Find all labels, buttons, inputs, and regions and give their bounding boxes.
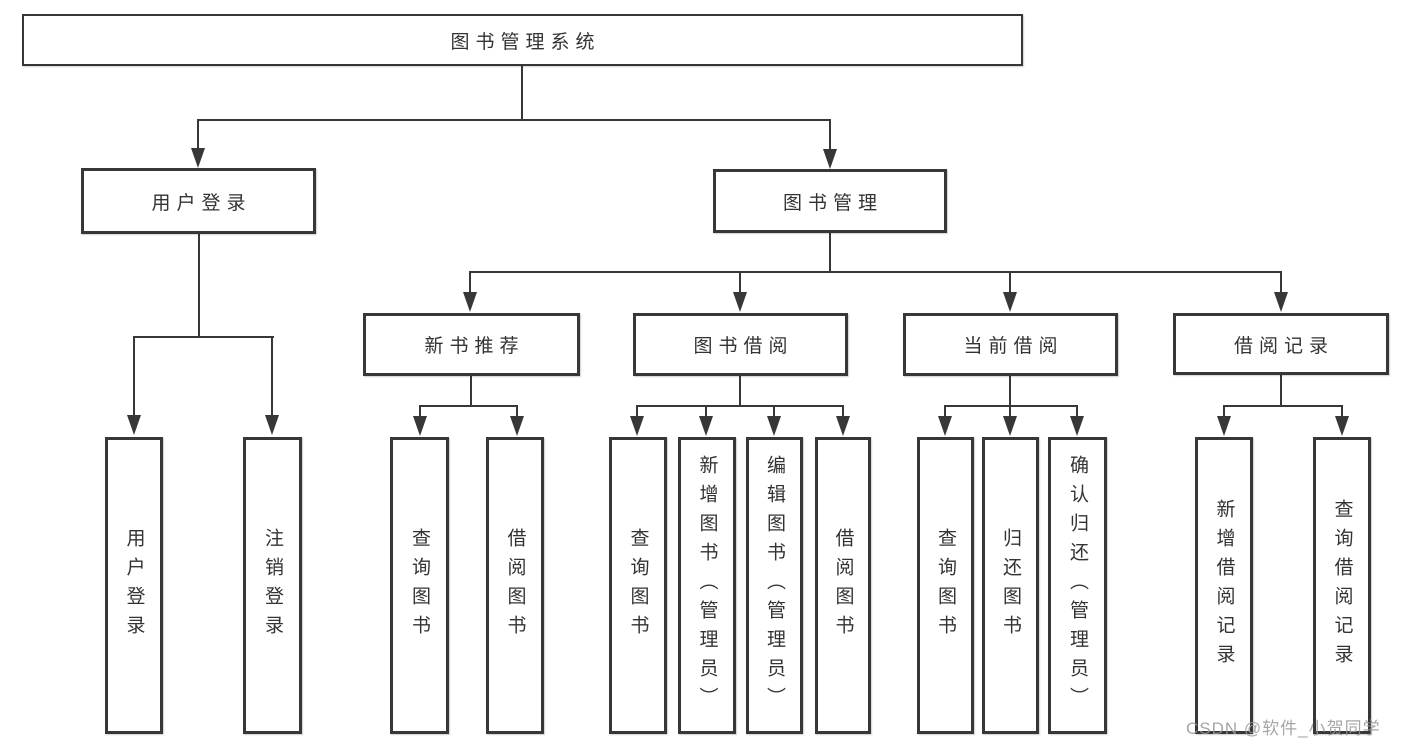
connector xyxy=(1280,271,1282,293)
leaf-current-return-books: 归还图书 xyxy=(982,437,1039,734)
connector xyxy=(636,405,844,407)
connector xyxy=(944,405,1078,407)
arrow-down-icon xyxy=(938,416,952,436)
connector xyxy=(419,405,518,407)
arrow-down-icon xyxy=(767,416,781,436)
arrow-down-icon xyxy=(733,292,747,312)
leaf-current-return-books-label: 归还图书 xyxy=(1000,527,1021,644)
connector xyxy=(773,405,775,418)
arrow-down-icon xyxy=(510,416,524,436)
leaf-records-add-record-label: 新增借阅记录 xyxy=(1213,498,1235,673)
connector xyxy=(1009,271,1011,293)
connector xyxy=(469,271,1282,273)
leaf-borrow-query-books: 查询图书 xyxy=(609,437,667,734)
arrow-down-icon xyxy=(1003,416,1017,436)
node-new-book-recommend-label: 新书推荐 xyxy=(424,336,525,357)
connector xyxy=(1009,376,1011,407)
connector xyxy=(469,271,471,293)
csdn-watermark: CSDN @软件_小贺同学 xyxy=(1186,719,1381,738)
connector xyxy=(521,66,523,119)
leaf-user-login: 用户登录 xyxy=(105,437,163,734)
connector xyxy=(1223,405,1343,407)
connector xyxy=(516,405,518,418)
node-root: 图书管理系统 xyxy=(22,14,1023,66)
arrow-down-icon xyxy=(1335,416,1349,436)
leaf-borrow-query-books-label: 查询图书 xyxy=(627,527,649,644)
leaf-recommend-query-books: 查询图书 xyxy=(390,437,449,734)
connector xyxy=(419,405,421,418)
leaf-borrow-add-books-admin: 新增图书（管理员） xyxy=(678,437,736,734)
node-book-management: 图书管理 xyxy=(713,169,947,233)
leaf-records-add-record: 新增借阅记录 xyxy=(1195,437,1253,734)
arrow-down-icon xyxy=(463,292,477,312)
connector xyxy=(271,336,273,416)
connector xyxy=(133,336,135,416)
arrow-down-icon xyxy=(630,416,644,436)
connector xyxy=(1076,405,1078,418)
connector xyxy=(842,405,844,418)
node-user-login-label: 用户登录 xyxy=(151,192,252,214)
connector xyxy=(705,405,707,418)
leaf-records-query-record: 查询借阅记录 xyxy=(1313,437,1371,734)
leaf-logout-label: 注销登录 xyxy=(262,527,283,644)
node-current-borrow: 当前借阅 xyxy=(903,313,1118,376)
node-current-borrow-label: 当前借阅 xyxy=(963,336,1064,357)
node-borrow-records-label: 借阅记录 xyxy=(1233,335,1334,357)
connector xyxy=(197,119,831,121)
arrow-down-icon xyxy=(699,416,713,436)
arrow-down-icon xyxy=(823,149,837,169)
connector xyxy=(829,119,831,151)
leaf-borrow-edit-books-admin-label: 编辑图书（管理员） xyxy=(764,455,785,716)
arrow-down-icon xyxy=(1274,292,1288,312)
arrow-down-icon xyxy=(836,416,850,436)
leaf-logout: 注销登录 xyxy=(243,437,302,734)
connector xyxy=(198,234,200,336)
connector xyxy=(1280,375,1282,407)
leaf-current-confirm-return-admin-label: 确认归还（管理员） xyxy=(1067,455,1088,716)
node-book-management-label: 图书管理 xyxy=(782,192,883,214)
leaf-user-login-label: 用户登录 xyxy=(123,527,145,644)
arrow-down-icon xyxy=(127,415,141,435)
arrow-down-icon xyxy=(413,416,427,436)
connector xyxy=(636,405,638,418)
arrow-down-icon xyxy=(1070,416,1084,436)
arrow-down-icon xyxy=(1217,416,1231,436)
connector xyxy=(1223,405,1225,418)
leaf-current-query-books-label: 查询图书 xyxy=(935,527,956,644)
connector xyxy=(829,233,831,273)
leaf-current-confirm-return-admin: 确认归还（管理员） xyxy=(1048,437,1107,734)
node-book-borrow: 图书借阅 xyxy=(633,313,848,376)
connector xyxy=(1009,405,1011,418)
leaf-recommend-query-books-label: 查询图书 xyxy=(409,527,430,644)
arrow-down-icon xyxy=(265,415,279,435)
connector xyxy=(133,336,274,338)
arrow-down-icon xyxy=(1003,292,1017,312)
node-book-borrow-label: 图书借阅 xyxy=(693,336,794,357)
connector xyxy=(944,405,946,418)
leaf-borrow-add-books-admin-label: 新增图书（管理员） xyxy=(696,455,718,716)
leaf-borrow-borrow-books-label: 借阅图书 xyxy=(832,527,854,644)
leaf-borrow-edit-books-admin: 编辑图书（管理员） xyxy=(746,437,803,734)
leaf-recommend-borrow-books: 借阅图书 xyxy=(486,437,544,734)
node-user-login: 用户登录 xyxy=(81,168,316,234)
arrow-down-icon xyxy=(191,148,205,168)
connector xyxy=(197,119,199,150)
connector xyxy=(470,376,472,407)
node-root-label: 图书管理系统 xyxy=(450,31,601,53)
node-new-book-recommend: 新书推荐 xyxy=(363,313,580,376)
connector xyxy=(739,271,741,293)
leaf-borrow-borrow-books: 借阅图书 xyxy=(815,437,871,734)
connector xyxy=(1341,405,1343,418)
leaf-records-query-record-label: 查询借阅记录 xyxy=(1331,498,1353,673)
connector xyxy=(739,376,741,407)
node-borrow-records: 借阅记录 xyxy=(1173,313,1389,375)
leaf-recommend-borrow-books-label: 借阅图书 xyxy=(504,527,526,644)
leaf-current-query-books: 查询图书 xyxy=(917,437,974,734)
